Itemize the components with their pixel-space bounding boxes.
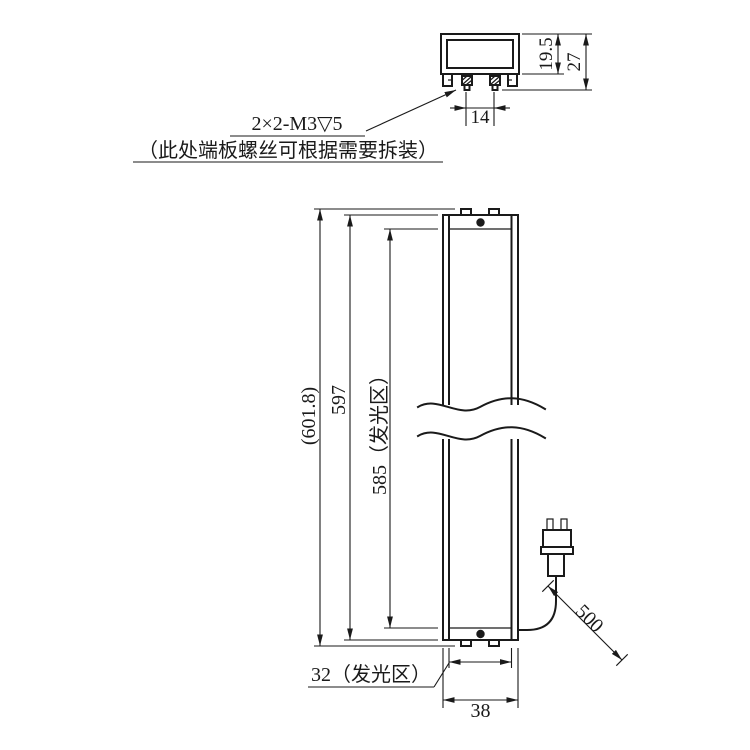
bottom-tab-right [488,639,500,647]
top-screw-dot [476,218,485,227]
note-leader-line [365,89,457,132]
dim-19-5-label: 19.5 [536,37,557,70]
dim-27-label: 27 [564,53,585,72]
front-width-dimensions: 32（发光区） 38 [308,648,519,722]
dim-597-label: 597 [328,385,350,415]
dim-line-500 [547,585,623,661]
break-line-lower [416,426,547,441]
top-tab-left [460,208,472,216]
bottom-screw-dot [476,629,485,639]
section-outer-profile [440,33,520,75]
dim-601-8-label: (601.8) [298,387,320,445]
screw-note: 2×2-M3▽5 （此处端板螺丝可根据需要拆装） [133,89,457,163]
note-line1: 2×2-M3▽5 [251,113,342,135]
section-dimensions: 19.5 27 14 [450,33,592,128]
connector-boot [547,553,565,577]
break-line-upper [416,397,547,412]
section-inner-profile [446,39,514,69]
connector [540,518,574,577]
note-line2: （此处端板螺丝可根据需要拆装） [138,139,438,162]
section-view [440,33,520,91]
dim-32-label: 32（发光区） [311,663,431,686]
section-screw-left [461,75,473,91]
front-length-dimensions: (601.8) 597 585（发光区） [298,208,455,647]
dim-585-label: 585（发光区） [368,365,391,495]
dim-38-label: 38 [471,700,491,722]
front-view [416,208,547,647]
top-tab-right [488,208,500,216]
dim-14-label: 14 [471,107,491,128]
section-screw-right [489,75,501,91]
bottom-tab-left [460,639,472,647]
